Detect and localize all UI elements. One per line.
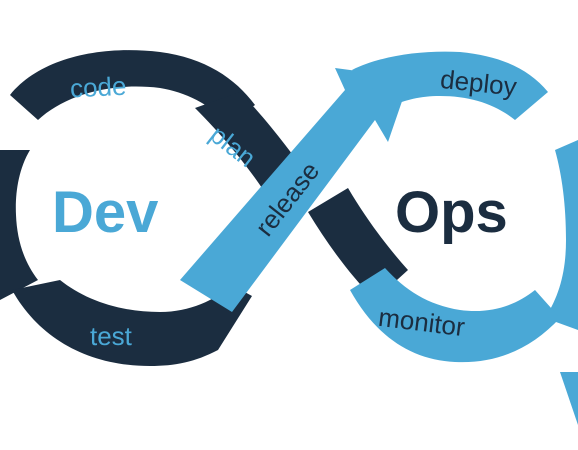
test-segment: [12, 280, 252, 366]
deploy-segment: [352, 51, 548, 120]
ops-loop: [180, 51, 578, 425]
stage-label-test: test: [90, 321, 133, 351]
dev-left-segment: [0, 150, 38, 300]
ops-arrow-tip: [560, 372, 578, 425]
dev-title: Dev: [52, 180, 158, 245]
monitor-segment: [350, 268, 560, 363]
ops-title: Ops: [395, 180, 508, 245]
code-segment: [10, 50, 255, 124]
plan-segment: [195, 92, 298, 188]
ops-right-segment: [545, 140, 578, 330]
stage-label-code: code: [69, 71, 127, 104]
release-segment: [180, 68, 410, 312]
